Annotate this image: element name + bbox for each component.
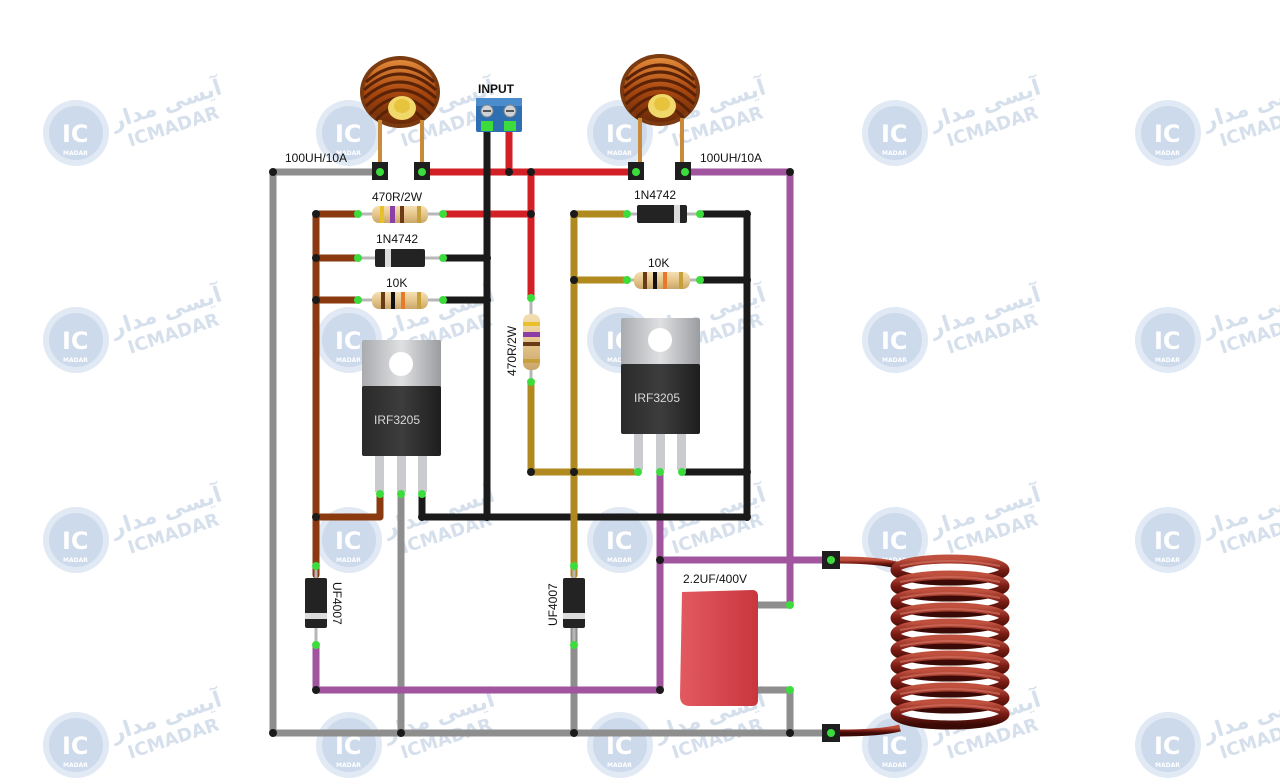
zener-right: 1N4742 (623, 188, 704, 223)
inductor-left: 100UH/10A (285, 54, 442, 180)
resistor-pull-left-label: 10K (386, 276, 407, 290)
zener-left-label: 1N4742 (376, 232, 418, 246)
input-terminal: INPUT (476, 82, 522, 132)
work-coil (822, 551, 1010, 742)
resistor-gate-center: 470R/2W (505, 294, 540, 386)
zener-right-label: 1N4742 (634, 188, 676, 202)
diode-right: UF4007 (546, 562, 585, 649)
zener-left: 1N4742 (354, 232, 447, 267)
inductor-right-label: 100UH/10A (700, 151, 762, 165)
resistor-pull-left: 10K (354, 276, 447, 309)
inductor-right: 100UH/10A (618, 52, 762, 180)
junction-dots (269, 168, 794, 737)
mosfet-right: IRF3205 (621, 318, 700, 476)
resistor-pull-right-label: 10K (648, 256, 669, 270)
diode-right-label: UF4007 (546, 583, 560, 626)
mosfet-left-label: IRF3205 (374, 413, 420, 427)
mosfet-left: IRF3205 (362, 340, 441, 498)
capacitor: 2.2UF/400V (680, 572, 794, 706)
resistor-gate-center-label: 470R/2W (505, 325, 519, 376)
diode-left-label: UF4007 (330, 582, 344, 625)
diode-left: UF4007 (305, 562, 344, 649)
input-label: INPUT (478, 82, 515, 96)
resistor-pull-right: 10K (623, 256, 704, 289)
inductor-left-label: 100UH/10A (285, 151, 347, 165)
resistor-gate-left-label: 470R/2W (372, 190, 423, 204)
resistor-gate-left: 470R/2W (354, 190, 447, 223)
capacitor-label: 2.2UF/400V (683, 572, 747, 586)
mosfet-right-label: IRF3205 (634, 391, 680, 405)
